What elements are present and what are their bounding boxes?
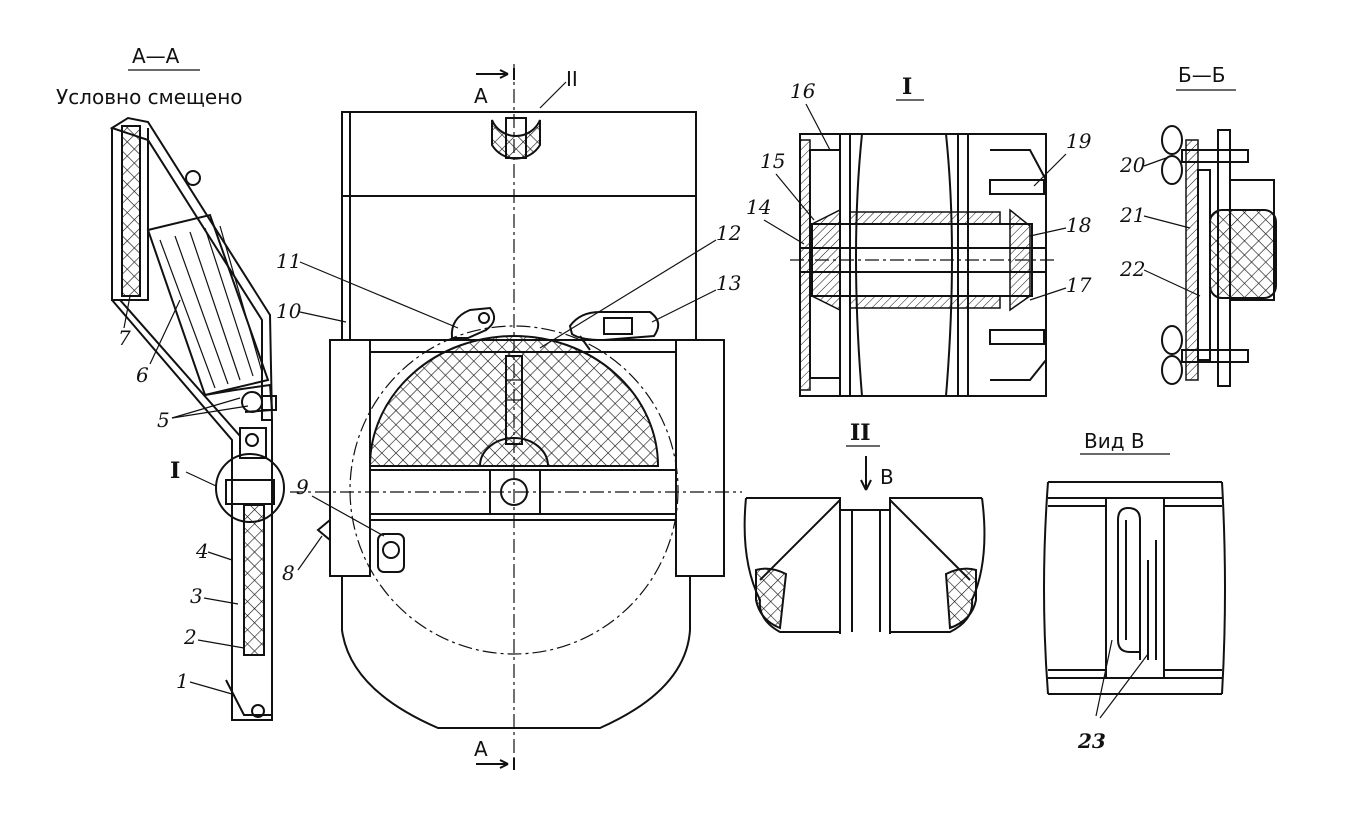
callout-20: 20 xyxy=(1119,153,1146,177)
callout-4: 4 xyxy=(195,539,209,563)
callout-6: 6 xyxy=(136,363,149,387)
callout-9: 9 xyxy=(296,475,309,499)
view-v: Вид В 23 xyxy=(1043,429,1226,753)
cut-bottom-label: А xyxy=(474,737,488,761)
section-bb: Б—Б 20 21 22 xyxy=(1119,63,1277,387)
callout-23: 23 xyxy=(1077,729,1106,753)
detail-ii-marker: II xyxy=(566,67,578,91)
callout-5: 5 xyxy=(157,408,170,432)
view-v-title: Вид В xyxy=(1084,429,1145,453)
section-aa-subtitle: Условно смещено xyxy=(56,85,243,109)
cut-top-label: А xyxy=(474,84,488,108)
section-bb-title: Б—Б xyxy=(1178,63,1225,87)
main-view: А II xyxy=(276,64,742,770)
detail-i-marker: I xyxy=(170,458,180,484)
callout-8: 8 xyxy=(282,561,295,585)
callout-12: 12 xyxy=(716,221,741,245)
detail-i: I 16 15 14 19 18 17 xyxy=(746,74,1092,397)
callout-7: 7 xyxy=(118,326,131,350)
callout-15: 15 xyxy=(760,149,785,173)
detail-ii-title: II xyxy=(850,420,871,446)
detail-i-title: I xyxy=(902,74,912,100)
callout-10: 10 xyxy=(276,299,302,323)
callout-1: 1 xyxy=(176,669,189,693)
callout-22: 22 xyxy=(1119,257,1145,281)
callout-14: 14 xyxy=(746,195,771,219)
callout-21: 21 xyxy=(1119,203,1145,227)
detail-ii-arrow-label: В xyxy=(880,465,894,489)
callout-11: 11 xyxy=(276,249,301,273)
callout-19: 19 xyxy=(1066,129,1092,153)
callout-3: 3 xyxy=(190,584,203,608)
callout-17: 17 xyxy=(1066,273,1092,297)
section-aa-title: А—А xyxy=(132,44,180,68)
callout-16: 16 xyxy=(790,79,816,103)
section-aa: А—А Условно смещено I 7 6 5 xyxy=(56,44,285,721)
callout-13: 13 xyxy=(716,271,741,295)
callout-2: 2 xyxy=(183,625,197,649)
callout-18: 18 xyxy=(1066,213,1091,237)
detail-ii: II В xyxy=(743,420,986,634)
